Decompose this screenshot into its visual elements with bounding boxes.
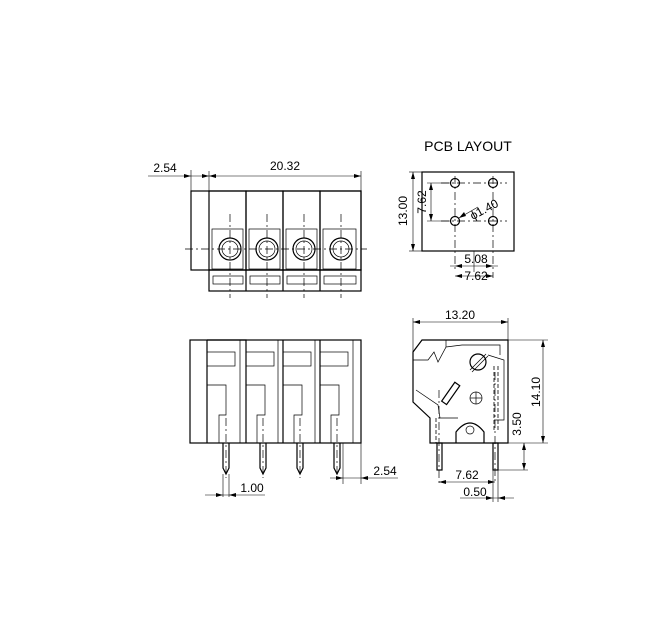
dim-side-height: 14.10 [529, 377, 543, 407]
dim-pcb-pin-spacing-h: 5.08 [464, 252, 488, 266]
dim-side-width: 13.20 [445, 308, 475, 322]
top-view-poles [208, 190, 362, 271]
dim-side-pin-thickness: 0.50 [463, 485, 487, 499]
dim-side-pin-length: 3.50 [510, 412, 524, 436]
dim-pitch-top: 2.54 [153, 161, 177, 175]
dim-pcb-height: 13.00 [396, 196, 410, 226]
dim-pcb-hole-dia: ϕ1.40 [468, 196, 501, 223]
side-view: 13.20 14.10 3.50 7.62 0.50 [412, 308, 548, 502]
dim-front-pitch: 2.54 [373, 464, 397, 478]
top-view: 20.32 2.54 [148, 159, 367, 298]
front-view-poles [206, 339, 354, 443]
dim-side-pin-spacing: 7.62 [455, 468, 479, 482]
dim-pcb-pin-span-h: 7.62 [464, 269, 488, 283]
dim-pcb-pin-spacing-v: 7.62 [415, 190, 429, 214]
wire-entry-row [208, 269, 362, 292]
pcb-holes [441, 176, 507, 278]
pcb-layout: PCB LAYOUT 13.00 7.62 ϕ1.40 [396, 138, 515, 283]
front-view-pins [222, 418, 341, 478]
dim-width-top: 20.32 [270, 159, 300, 173]
front-view: 1.00 2.54 [189, 339, 398, 497]
pcb-layout-title: PCB LAYOUT [424, 138, 512, 154]
dim-front-pin-width: 1.00 [240, 481, 264, 495]
